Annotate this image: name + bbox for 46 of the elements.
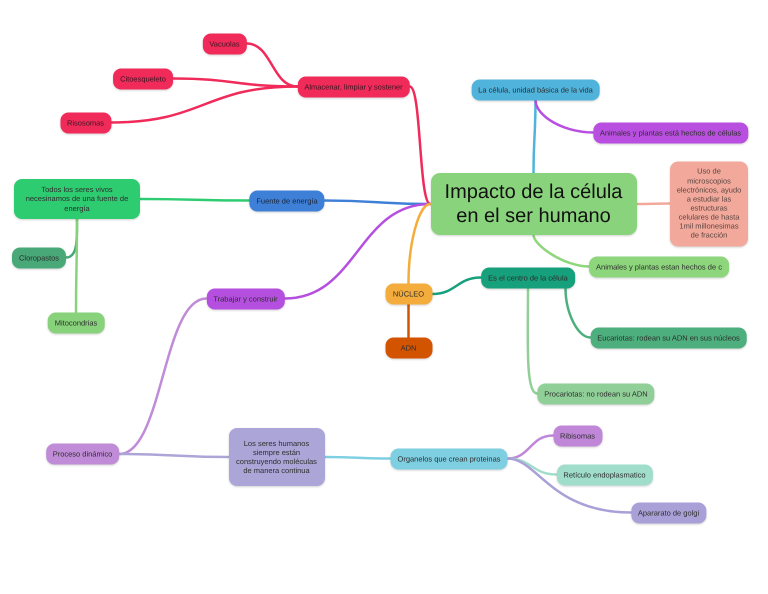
topic-box [556,464,653,485]
branch-line [534,98,594,134]
topic-box [553,425,602,446]
topic-box [385,284,432,304]
topic-box [113,68,173,89]
branch-line [118,452,230,458]
branch-line [74,218,78,314]
branch-line [323,456,392,460]
topic-box [589,256,729,277]
branch-line [408,85,432,206]
branch-line [110,85,299,124]
topic-box [385,337,432,358]
topic-box [46,444,120,464]
note-box [228,428,324,486]
topic-box [206,288,285,309]
note-box [14,179,140,219]
branch-line [506,434,554,460]
topic-box [592,122,748,143]
topic-box [249,190,325,211]
topic-box [471,79,600,100]
topic-box [537,383,655,404]
topic-box [202,33,247,54]
topic-box [48,312,104,333]
central-topic-box [430,173,636,235]
branch-line [407,202,432,285]
topic-box [297,76,410,97]
branch-line [407,303,410,338]
branch-line [506,457,632,514]
topic-box [590,327,747,348]
branch-line [532,234,590,268]
branch-line [635,202,672,206]
topic-box [390,448,508,469]
topic-box [630,502,706,523]
branch-line [172,77,299,88]
topic-box [481,267,575,288]
central-topic-text: Impacto de la célula en el ser humano [444,180,624,228]
branch-line [118,297,208,456]
branch-line [564,286,592,339]
branch-line [430,276,482,296]
topic-box [60,112,112,133]
branch-line [532,98,537,174]
branch-line [323,199,432,206]
note-box [670,161,748,246]
branch-line [138,198,251,202]
topic-box [12,247,66,268]
branch-line [526,286,539,395]
